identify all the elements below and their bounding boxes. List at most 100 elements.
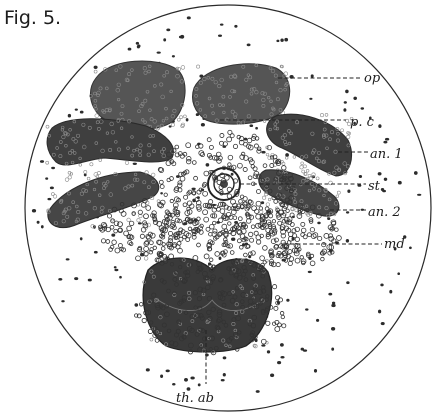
scattered-cell: [303, 349, 307, 351]
scattered-cell: [331, 347, 334, 350]
tissue-cell: [272, 285, 276, 289]
tissue-cell: [275, 327, 280, 332]
scattered-cell: [249, 124, 253, 127]
mass-cell: [125, 161, 129, 165]
scattered-cell: [317, 222, 320, 225]
scattered-cell: [134, 303, 138, 306]
scattered-cell: [234, 25, 237, 28]
tissue-cell: [192, 161, 196, 165]
mass-cell: [95, 114, 99, 118]
tissue-cell: [228, 130, 232, 134]
tissue-cell: [208, 200, 212, 204]
tissue-cell: [121, 211, 126, 216]
scattered-cell: [37, 221, 40, 224]
scattered-cell: [353, 97, 357, 100]
mass-cell: [177, 68, 180, 71]
tissue-cell: [310, 254, 313, 257]
tissue-cell: [197, 243, 201, 247]
scattered-cell: [384, 178, 387, 181]
scattered-cell: [344, 101, 347, 104]
scattered-cell: [75, 109, 78, 111]
scattered-cell: [136, 42, 139, 45]
scattered-cell: [41, 225, 44, 228]
scattered-cell: [219, 257, 222, 261]
scattered-cell: [247, 44, 251, 47]
tissue-cell: [324, 233, 329, 238]
tissue-cell: [233, 144, 237, 148]
tissue-cell: [220, 133, 224, 137]
scattered-cell: [160, 192, 163, 194]
scattered-cell: [114, 266, 117, 268]
tissue-cell: [237, 239, 241, 243]
tissue-cell: [256, 201, 261, 206]
scattered-cell: [61, 300, 64, 302]
scattered-cell: [305, 308, 308, 310]
tissue-cell: [260, 256, 265, 261]
tissue-cell: [186, 159, 191, 164]
scattered-cell: [45, 177, 48, 179]
mass-cell: [316, 177, 319, 180]
mass-cell: [79, 164, 82, 167]
tissue-cell: [290, 223, 294, 227]
tissue-cell: [209, 145, 213, 149]
tissue-cell: [194, 176, 198, 180]
scattered-cell: [380, 283, 383, 286]
tissue-cell: [213, 229, 217, 233]
tissue-cell: [160, 185, 164, 189]
scattered-cell: [255, 127, 258, 130]
scattered-cell: [381, 188, 384, 191]
tissue-cell: [282, 166, 286, 170]
scattered-cell: [381, 322, 385, 325]
scattered-cell: [66, 258, 70, 260]
tissue-cell: [228, 222, 232, 226]
tissue-cell: [249, 215, 253, 219]
tissue-cell: [209, 224, 214, 229]
tissue-cell: [239, 245, 243, 249]
scattered-cell: [133, 163, 137, 165]
tissue-cell: [203, 210, 208, 215]
scattered-cell: [383, 141, 387, 144]
tissue-cell: [220, 209, 225, 214]
scattered-cell: [285, 153, 289, 157]
tissue-cell: [197, 217, 200, 220]
tissue-cell: [274, 306, 278, 310]
tissue-cell: [253, 167, 257, 171]
tissue-cell: [303, 235, 307, 239]
tissue-cell: [222, 224, 227, 229]
label-an2: an. 2: [368, 205, 401, 220]
tissue-cell: [127, 226, 132, 231]
tissue-cell: [237, 163, 242, 168]
mass-cell: [306, 169, 309, 172]
mass-cell: [300, 166, 303, 169]
tissue-cell: [261, 339, 266, 344]
mass-cell: [295, 209, 298, 212]
scattered-cell: [280, 39, 283, 42]
tissue-cell: [106, 240, 110, 244]
tissue-cell: [203, 191, 208, 196]
tissue-cell: [204, 171, 209, 176]
tissue-cell: [254, 231, 258, 235]
scattered-cell: [346, 211, 349, 213]
scattered-cell: [157, 51, 161, 53]
tissue-cell: [139, 303, 143, 307]
tissue-cell: [274, 238, 278, 242]
mass-cell: [320, 113, 323, 116]
tissue-cell: [183, 203, 187, 207]
tissue-cell: [247, 138, 252, 143]
scattered-cell: [357, 184, 361, 187]
mass-cell: [180, 116, 183, 119]
mass-cell: [151, 173, 155, 177]
tissue-cell: [307, 233, 311, 237]
scattered-cell: [186, 118, 189, 121]
tissue-cell: [321, 257, 325, 261]
tissue-cell: [129, 221, 134, 226]
tissue-cell: [272, 219, 275, 222]
tissue-cell: [249, 252, 253, 256]
mass-cell: [336, 195, 339, 198]
scattered-cell: [417, 194, 421, 196]
mass-cell: [94, 70, 97, 73]
mass-cell: [303, 165, 306, 168]
mass-cell: [171, 123, 174, 126]
tissue-cell: [223, 238, 227, 242]
scattered-cell: [111, 234, 115, 237]
